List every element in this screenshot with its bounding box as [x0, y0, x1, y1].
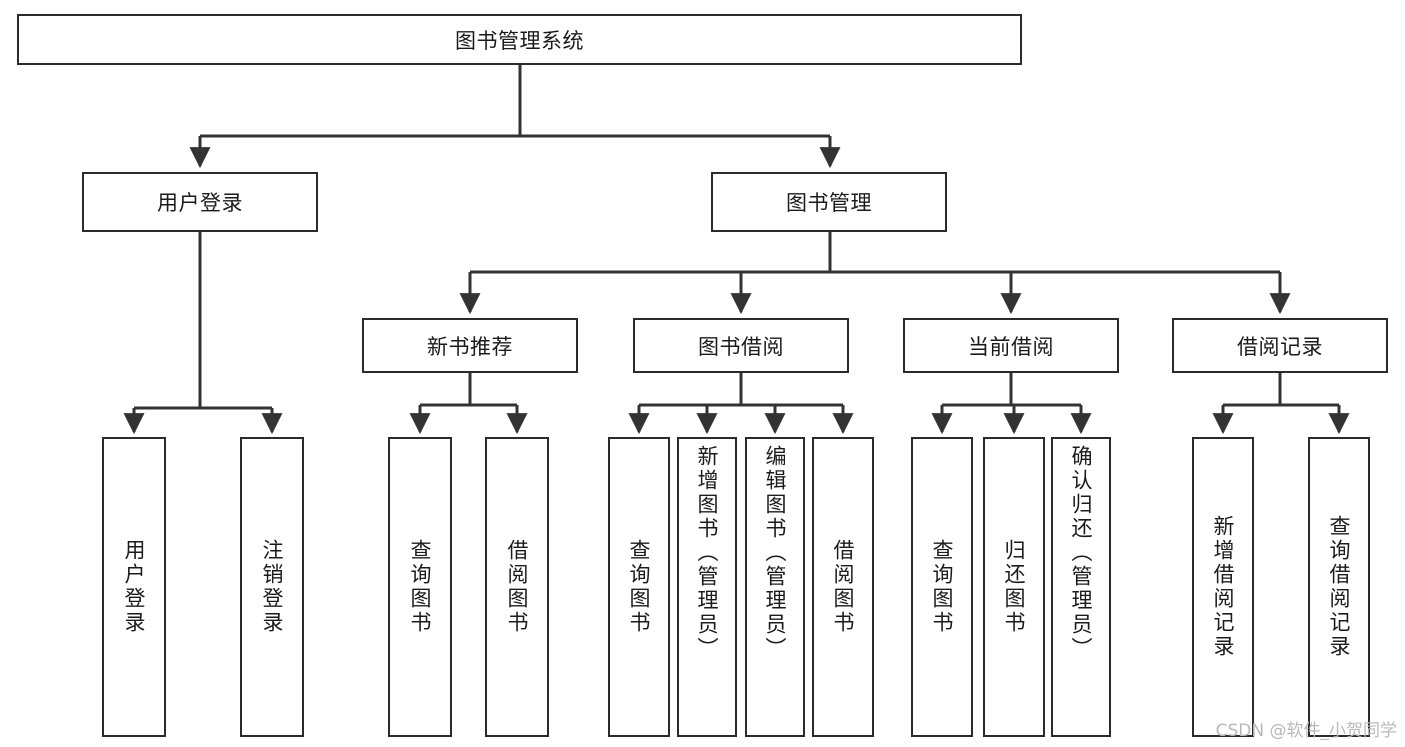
- node-leaf-user-login-label: 用户登录: [122, 539, 147, 635]
- node-leaf-user-login[interactable]: 用户登录: [102, 437, 166, 737]
- node-user-login[interactable]: 用户登录: [82, 172, 318, 232]
- node-leaf-query-book-1-label: 查询图书: [408, 539, 433, 635]
- node-book-borrow[interactable]: 图书借阅: [633, 318, 849, 373]
- node-leaf-add-book-label: 新增图书（管理员）: [695, 445, 720, 661]
- node-leaf-edit-book-label: 编辑图书（管理员）: [763, 445, 788, 661]
- node-leaf-add-record-label: 新增借阅记录: [1211, 515, 1236, 659]
- node-leaf-query-book-3-label: 查询图书: [930, 539, 955, 635]
- node-root-label: 图书管理系统: [455, 28, 584, 53]
- node-leaf-logout[interactable]: 注销登录: [240, 437, 304, 737]
- node-book-management[interactable]: 图书管理: [711, 172, 947, 232]
- node-current-borrow-label: 当前借阅: [968, 334, 1054, 359]
- node-leaf-borrow-book-1-label: 借阅图书: [505, 539, 530, 635]
- node-leaf-confirm-return[interactable]: 确认归还（管理员）: [1051, 437, 1111, 737]
- node-root[interactable]: 图书管理系统: [17, 14, 1022, 65]
- node-leaf-borrow-book-2-label: 借阅图书: [831, 539, 856, 635]
- node-leaf-return-book-label: 归还图书: [1002, 539, 1027, 635]
- node-borrow-record[interactable]: 借阅记录: [1172, 318, 1388, 373]
- node-leaf-borrow-book-1[interactable]: 借阅图书: [485, 437, 549, 737]
- node-leaf-add-record[interactable]: 新增借阅记录: [1192, 437, 1254, 737]
- node-new-book-recommend[interactable]: 新书推荐: [362, 318, 578, 373]
- node-book-management-label: 图书管理: [786, 191, 872, 215]
- node-user-login-label: 用户登录: [157, 191, 243, 215]
- node-leaf-return-book[interactable]: 归还图书: [983, 437, 1045, 737]
- node-leaf-borrow-book-2[interactable]: 借阅图书: [812, 437, 874, 737]
- watermark: CSDN @软件_小贺同学: [1215, 721, 1397, 741]
- node-leaf-query-record[interactable]: 查询借阅记录: [1308, 437, 1370, 737]
- node-new-book-recommend-label: 新书推荐: [427, 334, 513, 359]
- node-leaf-query-book-2-label: 查询图书: [627, 539, 652, 635]
- node-current-borrow[interactable]: 当前借阅: [903, 318, 1119, 373]
- node-leaf-confirm-return-label: 确认归还（管理员）: [1069, 445, 1094, 661]
- node-leaf-query-book-3[interactable]: 查询图书: [911, 437, 973, 737]
- node-leaf-query-book-2[interactable]: 查询图书: [608, 437, 670, 737]
- node-leaf-logout-label: 注销登录: [260, 539, 285, 635]
- node-borrow-record-label: 借阅记录: [1237, 334, 1323, 359]
- node-leaf-add-book[interactable]: 新增图书（管理员）: [677, 437, 737, 737]
- node-leaf-edit-book[interactable]: 编辑图书（管理员）: [745, 437, 805, 737]
- node-leaf-query-record-label: 查询借阅记录: [1327, 515, 1352, 659]
- node-leaf-query-book-1[interactable]: 查询图书: [388, 437, 452, 737]
- node-book-borrow-label: 图书借阅: [698, 334, 784, 359]
